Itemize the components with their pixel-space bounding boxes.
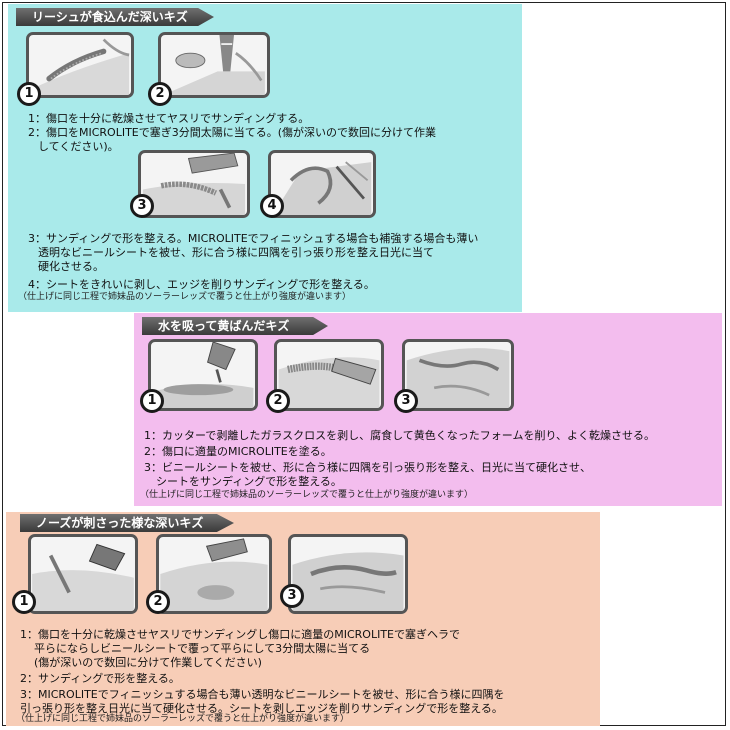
vinyl-sheet-photo-icon [406,348,510,408]
leash-cut-photo-icon [30,38,130,95]
step-text: (傷が深いので数回に分けて作業してください) [34,656,262,669]
footnote: （仕上げに同じ工程で姉妹品のソーラーレッズで覆うと仕上がり強度が違います） [18,292,352,302]
step-illustration [158,32,270,98]
step-text: 1：傷口を十分に乾燥させヤスリでサンディングし傷口に適量のMICROLITEで塞… [20,628,460,641]
step-text: してください)。 [38,140,119,153]
step-illustration [28,534,138,614]
section-title: 水を吸って黄ばんだキズ [142,317,328,335]
step-text: 引っ張り形を整え日光に当て硬化させる。シートを剥しエッジを削りサンディングで形を… [20,702,503,715]
step-text: 3：サンディングで形を整える。MICROLITEでフィニッシュする場合も補強する… [28,232,479,245]
footnote: （仕上げに同じ工程で姉妹品のソーラーレッズで覆うと仕上がり強度が違います） [16,714,350,724]
step-text: 3：MICROLITEでフィニッシュする場合も薄い透明なビニールシートを被せ、形… [20,688,505,701]
step-illustration [274,339,384,411]
step-badge: 1 [17,82,41,106]
step-illustration [268,150,376,218]
step-text: 3：ビニールシートを被せ、形に合う様に四隅を引っ張り形を整え、日光に当て硬化させ… [144,461,591,474]
step-badge: 2 [146,590,170,614]
microlite-tube-photo-icon [142,153,246,215]
step-text: 2：傷口に適量のMICROLITEを塗る。 [144,445,332,458]
sanding-photo-icon [163,35,265,95]
cutter-photo-icon [152,342,254,408]
step-text: 硬化させる。 [38,260,104,273]
vinyl-sheet-photo-icon [272,161,372,215]
step-badge: 3 [130,194,154,218]
step-text: 2：サンディングで形を整える。 [20,672,180,685]
step-badge: 2 [266,389,290,413]
step-badge: 2 [148,82,172,106]
vinyl-sheet-photo-icon [292,552,404,611]
step-illustration [148,339,258,411]
step-text: 4：シートをきれいに剥し、エッジを削りサンディングで形を整える。 [28,278,375,291]
step-badge: 3 [394,389,418,413]
microlite-tube-photo-icon [160,538,268,611]
section-leash-damage: リーシュが食込んだ深いキズ 1 2 1：傷口を十分に乾燥させてヤスリでサンディン… [8,4,522,312]
step-illustration [26,32,134,98]
sanding-photo-icon [32,543,134,611]
section-nose-damage: ノーズが刺さった様な深いキズ 1 2 3 1：傷口を十分に乾燥させヤスリでサンデ… [6,512,600,726]
step-illustration [402,339,514,411]
step-illustration [156,534,272,614]
step-badge: 1 [140,389,164,413]
step-text: 2：傷口をMICROLITEで塞ぎ3分間太陽に当てる。(傷が深いので数回に分けて… [28,126,437,139]
step-illustration [138,150,250,218]
section-title: ノーズが刺さった様な深いキズ [20,514,234,532]
step-badge: 1 [12,590,36,614]
step-badge: 3 [280,584,304,608]
step-text: 平らにならしビニールシートで覆って平らにして3分間太陽に当てる [34,642,371,655]
section-water-damage: 水を吸って黄ばんだキズ 1 2 3 1：カッターで剥離したガラスクロスを剥し、腐… [134,313,722,506]
step-illustration [288,534,408,614]
step-text: 1：傷口を十分に乾燥させてヤスリでサンディングする。 [28,112,310,125]
section-title: リーシュが食込んだ深いキズ [16,8,214,26]
microlite-tube-photo-icon [278,357,380,408]
footnote: （仕上げに同じ工程で姉妹品のソーラーレッズで覆うと仕上がり強度が違います） [140,490,474,500]
step-text: シートをサンディングで形を整える。 [156,475,342,488]
step-badge: 4 [260,194,284,218]
step-text: 1：カッターで剥離したガラスクロスを剥し、腐食して黄色くなったフォームを削り、よ… [144,429,656,442]
step-text: 透明なビニールシートを被せ、形に合う様に四隅を引っ張り形を整え日光に当て [38,246,434,259]
